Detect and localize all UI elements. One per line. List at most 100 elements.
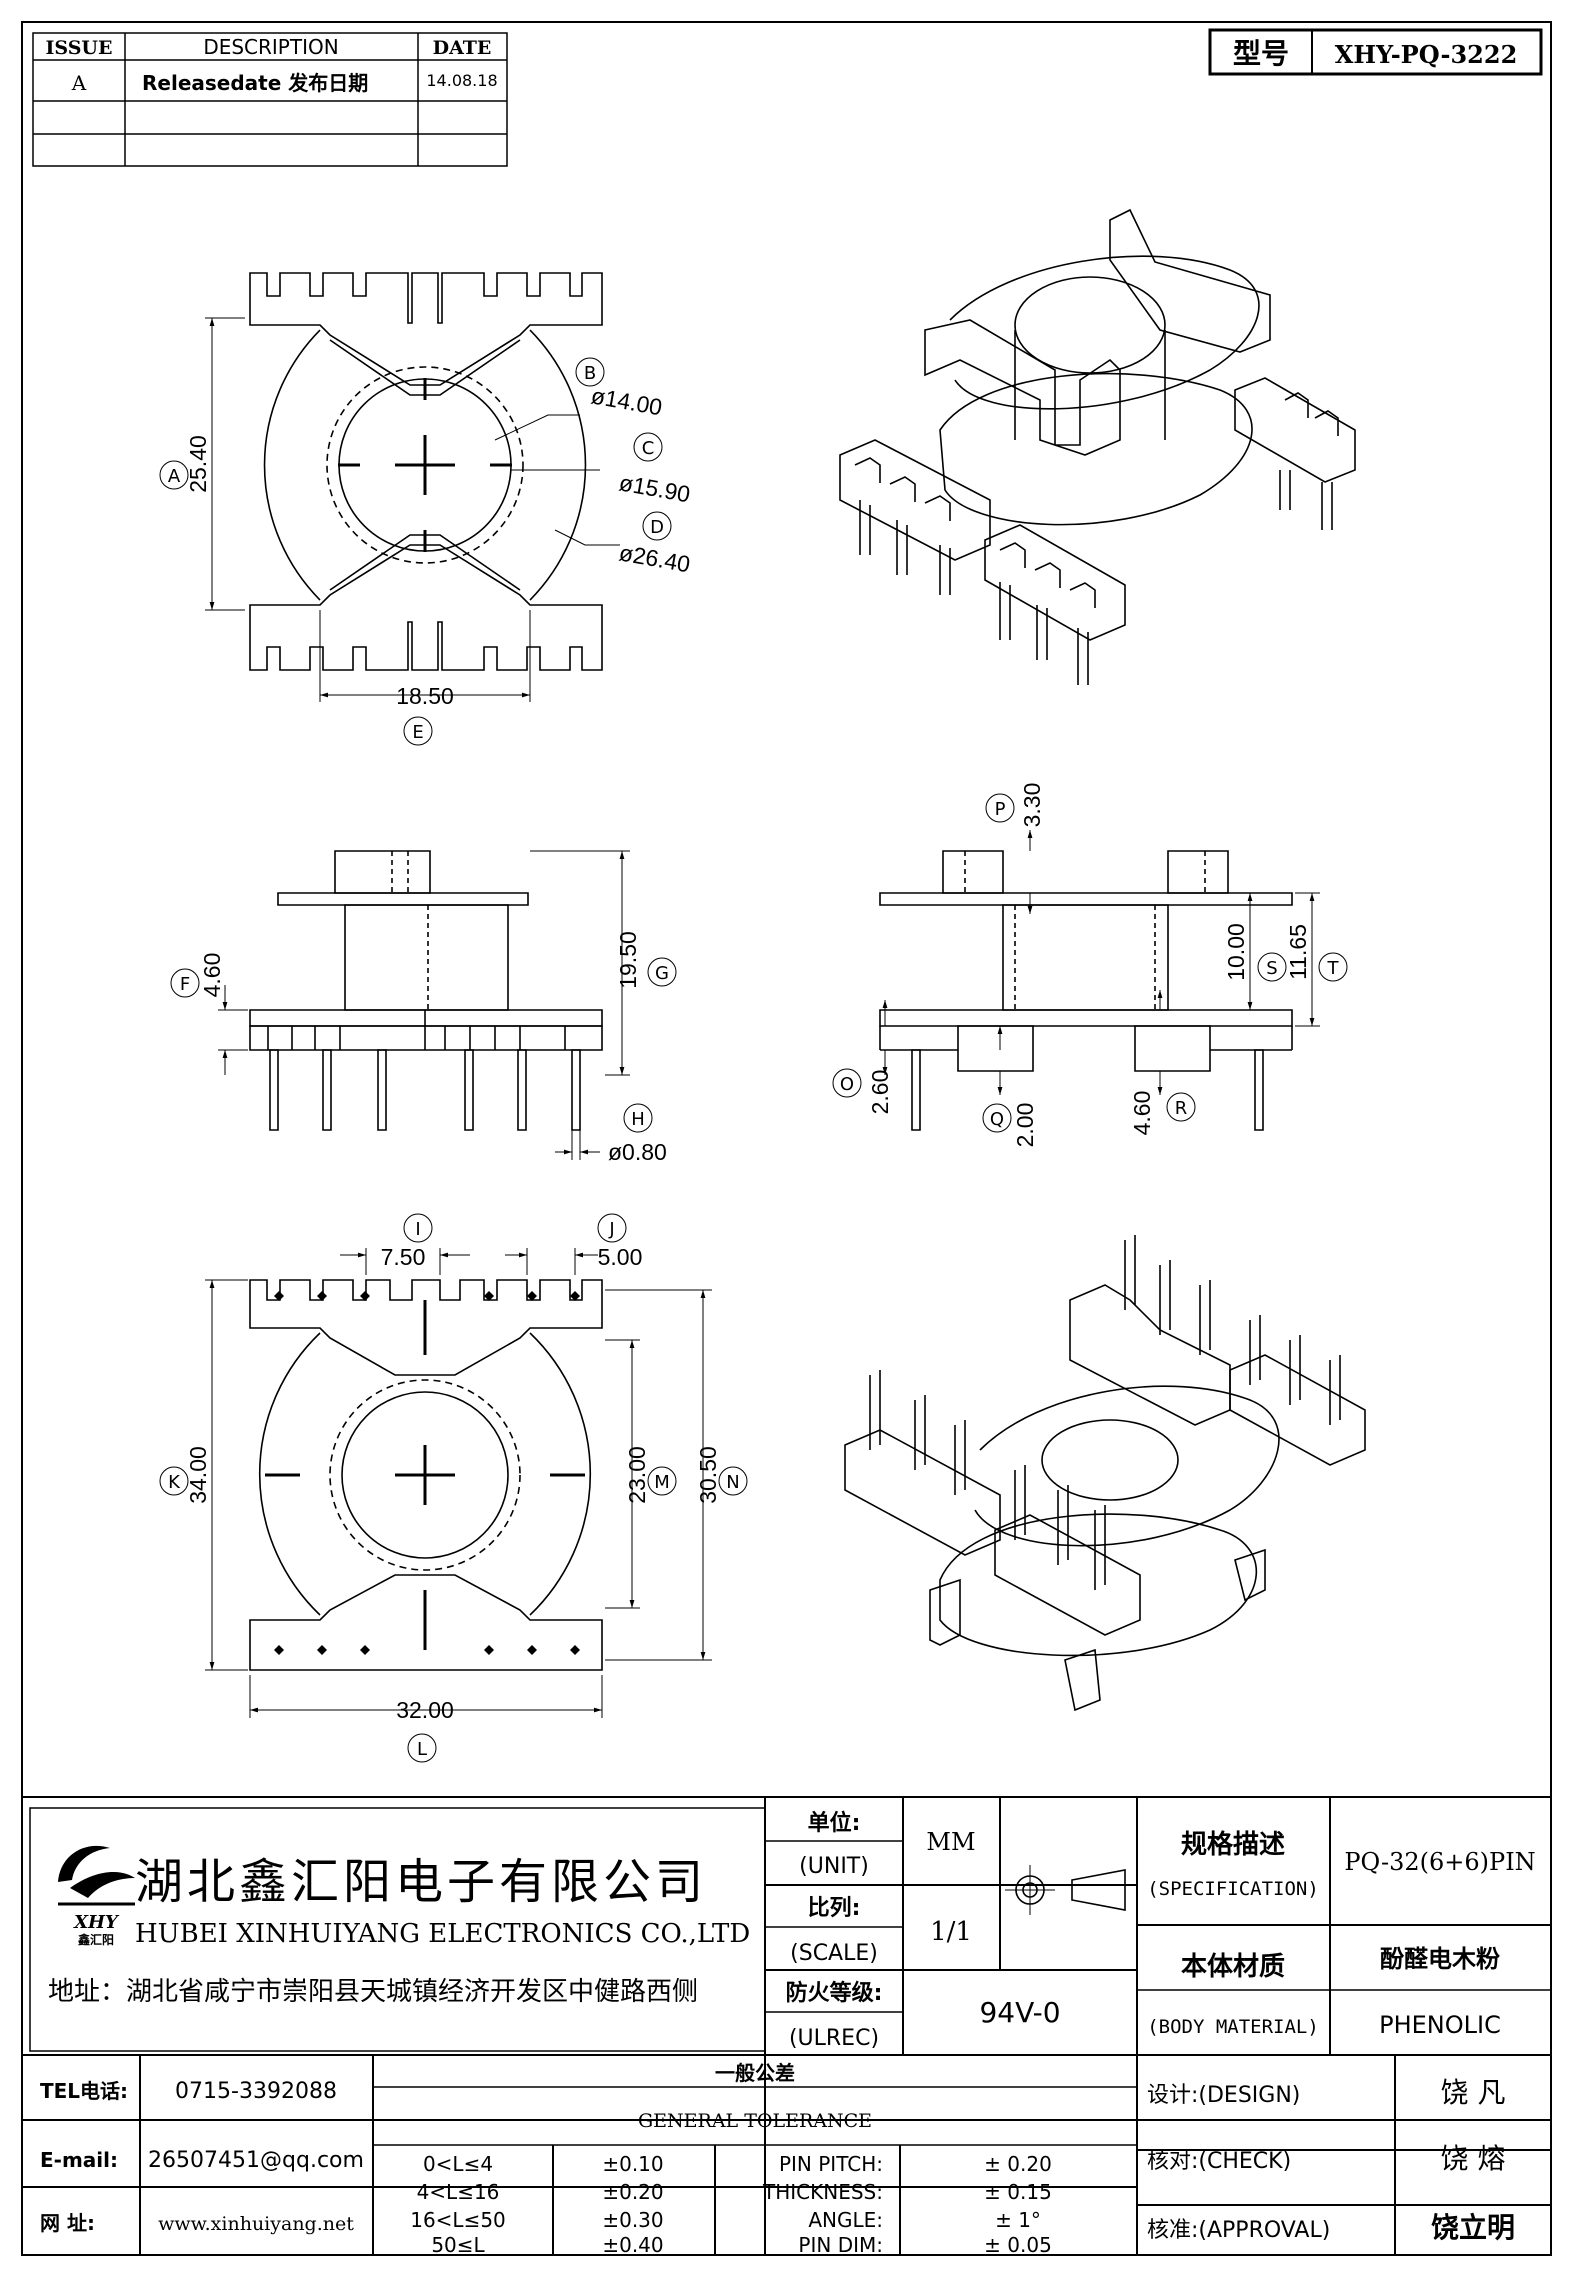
- logo-text: XHY: [73, 1912, 120, 1933]
- scale-value: 1/1: [930, 1917, 972, 1947]
- model-value: XHY-PQ-3222: [1335, 40, 1518, 69]
- approval-label: 核准:(APPROVAL): [1147, 2218, 1330, 2243]
- scale-label-cn: 比列:: [808, 1896, 861, 1921]
- tel-value: 0715-3392088: [175, 2079, 337, 2104]
- tag-p: P: [995, 799, 1006, 820]
- tol-special-value-2: ± 0.15: [984, 2180, 1052, 2204]
- dim-t-value: 11.65: [1285, 924, 1311, 980]
- dim-f-value: 4.60: [199, 953, 225, 998]
- tol-value-3: ±0.30: [602, 2208, 663, 2232]
- tag-m: M: [654, 1472, 670, 1493]
- tag-o: O: [840, 1074, 854, 1095]
- company-name-cn: 湖北鑫汇阳电子有限公司: [135, 1854, 707, 1910]
- side-view: [833, 794, 1347, 1132]
- design-name: 饶 凡: [1441, 2076, 1506, 2109]
- tel-label: TEL电话:: [40, 2079, 128, 2103]
- scale-label-en: (SCALE): [790, 1941, 878, 1966]
- tag-a: A: [168, 466, 181, 487]
- unit-value: MM: [926, 1828, 975, 1856]
- dim-o-value: 2.60: [867, 1070, 893, 1115]
- tag-f: F: [180, 974, 190, 995]
- dim-g-value: 19.50: [615, 931, 641, 989]
- revision-table: [33, 33, 507, 166]
- design-label: 设计:(DESIGN): [1147, 2083, 1300, 2108]
- dim-q-value: 2.00: [1012, 1103, 1038, 1148]
- tol-special-value-1: ± 0.20: [984, 2152, 1052, 2176]
- top-view: [160, 273, 671, 745]
- dim-c-value: ø15.90: [617, 469, 692, 507]
- tag-d: D: [650, 517, 664, 538]
- tol-value-2: ±0.20: [602, 2180, 663, 2204]
- tag-s: S: [1266, 958, 1277, 979]
- dim-b-value: ø14.00: [589, 382, 664, 420]
- tag-g: G: [655, 963, 669, 984]
- dim-m-value: 23.00: [624, 1446, 650, 1504]
- unit-label-cn: 单位:: [808, 1810, 861, 1836]
- tol-value-4: ±0.40: [602, 2233, 663, 2257]
- model-label: 型号: [1233, 37, 1289, 70]
- tol-range-4: 50≤L: [431, 2233, 485, 2257]
- tol-range-3: 16<L≤50: [410, 2208, 506, 2232]
- material-label-en: (BODY MATERIAL): [1147, 2016, 1319, 2038]
- dim-l-value: 32.00: [396, 1697, 454, 1723]
- tol-special-value-4: ± 0.05: [984, 2233, 1052, 2257]
- tag-n: N: [726, 1472, 739, 1493]
- tag-r: R: [1175, 1098, 1188, 1119]
- spec-value: PQ-32(6+6)PIN: [1344, 1848, 1535, 1876]
- tol-special-label-3: ANGLE:: [808, 2208, 883, 2232]
- iso-view-top: [840, 210, 1355, 685]
- tag-e: E: [412, 722, 423, 743]
- tag-j: J: [608, 1219, 614, 1240]
- tol-range-1: 0<L≤4: [423, 2152, 493, 2176]
- logo-subtext: 鑫汇阳: [77, 1932, 114, 1947]
- rev-header-date: DATE: [433, 37, 492, 59]
- title-block-grid: [22, 1797, 1551, 2255]
- sheet-border: [22, 22, 1551, 2255]
- fire-label-cn: 防火等级:: [786, 1980, 883, 2006]
- company-logo: XHY 鑫汇阳: [58, 1845, 135, 1947]
- material-value-en: PHENOLIC: [1379, 2011, 1501, 2039]
- tag-h: H: [631, 1109, 645, 1130]
- dim-a-value: 25.40: [185, 435, 211, 493]
- company-name-en: HUBEI XINHUIYANG ELECTRONICS CO.,LTD: [135, 1919, 750, 1949]
- rev-row-issue: A: [71, 71, 87, 95]
- dim-p-value: 3.30: [1019, 783, 1045, 828]
- web-label: 网 址:: [40, 2211, 95, 2235]
- company-address: 地址：湖北省咸宁市崇阳县天城镇经济开发区中健路西侧: [48, 1977, 698, 2007]
- dim-e-value: 18.50: [396, 683, 454, 709]
- dim-i-value: 7.50: [381, 1244, 426, 1270]
- tag-q: Q: [990, 1109, 1004, 1130]
- email-value[interactable]: 26507451@qq.com: [148, 2148, 364, 2173]
- dim-n-value: 30.50: [695, 1446, 721, 1504]
- tol-special-label-2: THICKNESS:: [762, 2180, 883, 2204]
- iso-view-bottom: [845, 1235, 1365, 1710]
- dim-d-value: ø26.40: [617, 539, 692, 577]
- approval-name: 饶立明: [1431, 2211, 1515, 2244]
- tag-t: T: [1327, 958, 1340, 979]
- projection-symbol: [1005, 1865, 1125, 1915]
- tolerance-title-en: GENERAL TOLERANCE: [638, 2110, 872, 2132]
- fire-value: 94V-0: [979, 1996, 1060, 2029]
- tol-special-label-4: PIN DIM:: [798, 2233, 883, 2257]
- tol-value-1: ±0.10: [602, 2152, 663, 2176]
- tol-special-value-3: ± 1°: [995, 2208, 1041, 2232]
- front-view: [171, 851, 676, 1160]
- web-value[interactable]: www.xinhuiyang.net: [158, 2213, 354, 2235]
- spec-label-cn: 规格描述: [1181, 1829, 1285, 1860]
- dim-k-value: 34.00: [185, 1446, 211, 1504]
- material-label-cn: 本体材质: [1181, 1952, 1285, 1982]
- bottom-view: [160, 1214, 747, 1762]
- tag-l: L: [417, 1739, 427, 1760]
- model-box: [1210, 30, 1541, 74]
- tol-range-2: 4<L≤16: [417, 2180, 500, 2204]
- email-label: E-mail:: [40, 2148, 118, 2172]
- tag-k: K: [168, 1472, 181, 1493]
- spec-label-en: (SPECIFICATION): [1147, 1878, 1319, 1900]
- rev-header-issue: ISSUE: [46, 37, 113, 59]
- rev-header-description: DESCRIPTION: [203, 35, 338, 59]
- fire-label-en: (ULREC): [789, 2026, 879, 2051]
- check-name: 饶 熔: [1441, 2142, 1506, 2175]
- dim-r-value: 4.60: [1129, 1091, 1155, 1136]
- rev-row-date: 14.08.18: [426, 71, 497, 90]
